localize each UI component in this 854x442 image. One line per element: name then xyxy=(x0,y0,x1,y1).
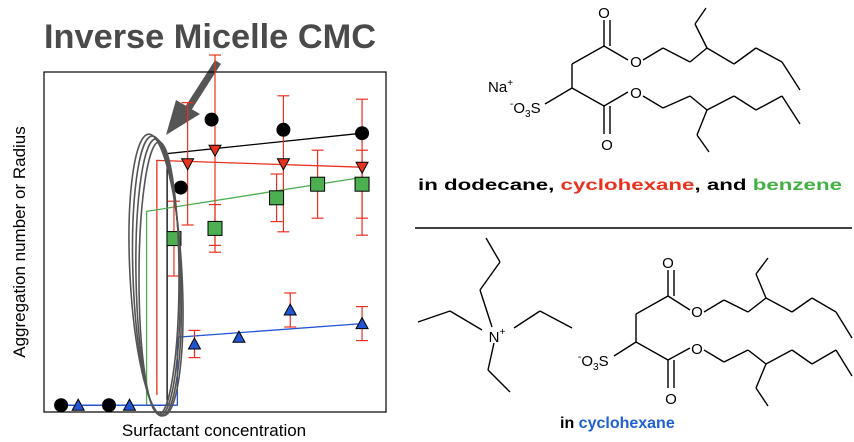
fit-line-triangle-up xyxy=(57,322,363,406)
data-point-triangle-down xyxy=(180,158,195,171)
x-axis-label: Surfactant concentration xyxy=(122,421,306,440)
aot-structure-bottom xyxy=(613,257,853,407)
data-point-triangle-down xyxy=(208,144,222,158)
data-point-triangle-up xyxy=(355,316,369,330)
ammonium-structure xyxy=(417,237,573,393)
caption-top: in dodecane, cyclohexane, and benzene xyxy=(418,177,842,194)
sodium-cation: Na+ xyxy=(488,78,513,96)
data-point-triangle-up xyxy=(71,398,86,411)
data-point-triangle-up xyxy=(232,330,246,343)
chart-marks xyxy=(54,54,370,413)
data-point-triangle-up xyxy=(187,336,202,350)
sulfonate-group-bottom: -O3S xyxy=(578,352,609,373)
data-point-triangle-up xyxy=(122,398,137,411)
data-point-circle xyxy=(276,122,291,137)
atom-o-3: O xyxy=(630,85,642,102)
data-point-triangle-down xyxy=(276,158,291,171)
data-point-square xyxy=(269,190,285,206)
data-point-square xyxy=(207,220,223,236)
fit-line-triangle-down xyxy=(156,159,363,395)
plot-title: Inverse Micelle CMC xyxy=(44,18,376,56)
data-point-square xyxy=(354,176,370,192)
caption-bottom: in cyclohexane xyxy=(560,415,675,432)
atom-o-6: O xyxy=(691,304,703,321)
sulfonate-group: -O3S xyxy=(510,99,541,120)
data-point-circle xyxy=(54,398,69,413)
cmc-arrow xyxy=(166,60,221,135)
data-point-square xyxy=(310,176,326,192)
atom-o-7: O xyxy=(691,341,703,358)
data-point-triangle-up xyxy=(283,302,298,316)
data-point-circle xyxy=(101,398,116,413)
atom-o-8: O xyxy=(665,391,677,408)
data-point-circle xyxy=(173,180,188,195)
atom-o-1: O xyxy=(598,5,610,22)
fit-line-square xyxy=(95,176,363,406)
data-point-triangle-down xyxy=(355,161,369,175)
atom-o-4: O xyxy=(601,137,613,154)
aot-structure-top xyxy=(544,7,801,153)
fit-line-circle xyxy=(61,132,363,406)
y-axis-label: Aggregation number or Radius xyxy=(10,126,29,358)
data-point-circle xyxy=(355,126,370,141)
data-point-circle xyxy=(204,112,219,127)
atom-o-5: O xyxy=(662,255,674,272)
ammonium-nitrogen: N+ xyxy=(489,327,506,346)
atom-o-2: O xyxy=(630,54,642,71)
cmc-ellipse xyxy=(128,133,184,417)
